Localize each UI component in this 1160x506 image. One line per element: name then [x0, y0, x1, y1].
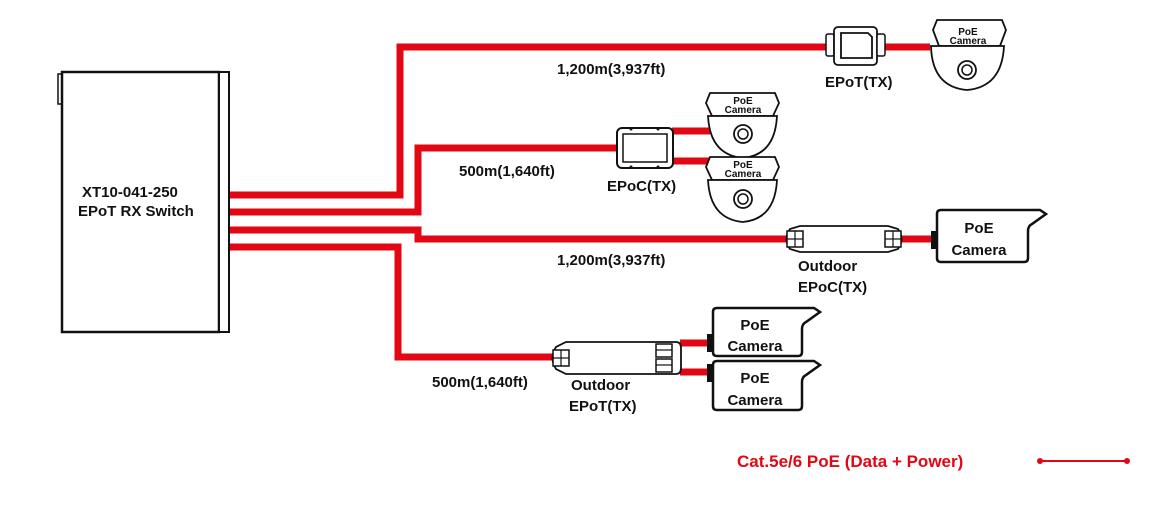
- device-label-outdoor: Outdoor: [798, 258, 857, 275]
- cables: [230, 43, 932, 376]
- camera-label-line1: PoE: [733, 96, 753, 107]
- outdoor-epot-tx-device: Outdoor EPoT(TX): [551, 341, 682, 415]
- cable-1: [230, 43, 830, 199]
- legend-dot-end: [1124, 458, 1130, 464]
- outdoor-epoc-tx-device: Outdoor EPoC(TX): [785, 225, 903, 296]
- device-label-epoc: EPoC(TX): [607, 178, 676, 195]
- cable-4: [230, 243, 552, 361]
- distance-label-3: 1,200m(3,937ft): [557, 252, 665, 269]
- device-label-epot: EPoT(TX): [569, 398, 637, 415]
- camera-label-line2: Camera: [727, 338, 783, 355]
- device-label-epoc: EPoC(TX): [798, 279, 867, 296]
- device-label-epot: EPoT(TX): [825, 74, 893, 91]
- dome-camera-2: PoE Camera: [705, 92, 780, 159]
- camera-label-line1: PoE: [958, 27, 978, 38]
- camera-label-line2: Camera: [950, 36, 987, 47]
- camera-label-line1: PoE: [964, 220, 993, 237]
- cable-2: [230, 144, 618, 216]
- camera-label-line1: PoE: [733, 160, 753, 171]
- camera-label-line2: Camera: [725, 169, 762, 180]
- camera-label-line1: PoE: [740, 317, 769, 334]
- camera-label-line2: Camera: [725, 105, 762, 116]
- dome-camera-3: PoE Camera: [705, 156, 780, 223]
- cable-3: [230, 226, 787, 243]
- bullet-camera-1: PoE Camera: [931, 208, 1049, 264]
- switch-name: EPoT RX Switch: [78, 203, 194, 220]
- bullet-camera-2: PoE Camera: [707, 306, 823, 358]
- camera-label-line2: Camera: [951, 242, 1007, 259]
- distance-label-4: 500m(1,640ft): [432, 374, 528, 391]
- camera-label-line1: PoE: [740, 370, 769, 387]
- bullet-camera-3: PoE Camera: [707, 359, 823, 412]
- legend-text: Cat.5e/6 PoE (Data + Power): [737, 452, 963, 471]
- legend-dot-start: [1037, 458, 1043, 464]
- legend: Cat.5e/6 PoE (Data + Power): [737, 452, 1130, 471]
- switch-model: XT10-041-250: [82, 184, 178, 201]
- camera-label-line2: Camera: [727, 392, 783, 409]
- distance-label-2: 500m(1,640ft): [459, 163, 555, 180]
- dome-camera-1: PoE Camera: [930, 19, 1007, 91]
- device-label-outdoor: Outdoor: [571, 377, 630, 394]
- epoc-tx-device: EPoC(TX): [607, 127, 676, 195]
- epot-tx-device: EPoT(TX): [825, 26, 893, 91]
- distance-label-1: 1,200m(3,937ft): [557, 61, 665, 78]
- rx-switch: XT10-041-250 EPoT RX Switch: [57, 70, 230, 334]
